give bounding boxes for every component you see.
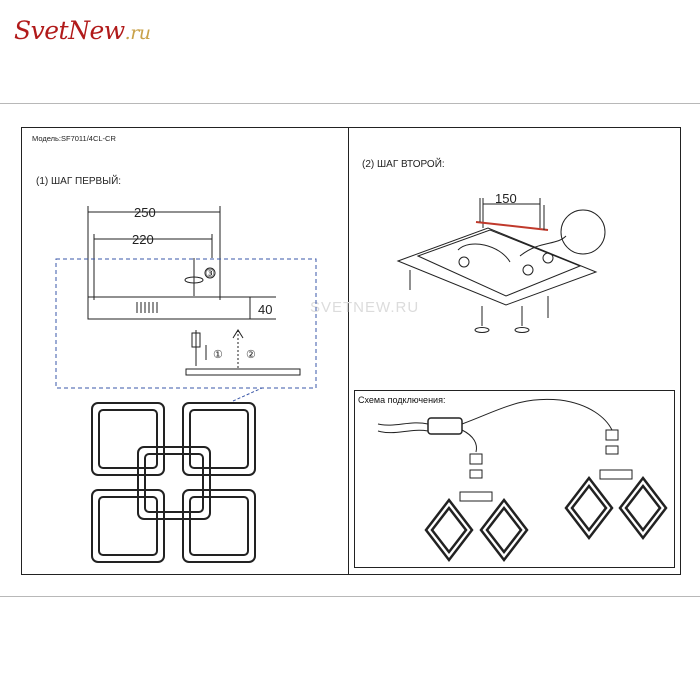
dimension-220 [93, 234, 213, 300]
instruction-frame [21, 127, 681, 575]
step-two-label: (2) ШАГ ВТОРОЙ: [362, 159, 445, 170]
ceiling-plate-perspective [396, 227, 598, 306]
ceiling-outline [55, 258, 317, 389]
dim-150-text: 150 [495, 191, 517, 206]
terminal-left [459, 453, 493, 502]
lamp-base-plate [185, 368, 301, 376]
watermark: SVETNEW.RU [310, 299, 420, 316]
scheme-title: Схема подключения: [358, 395, 446, 405]
lamp-rings-right [564, 475, 668, 541]
lamp-rings-left [424, 497, 529, 563]
marker-2: ② [246, 349, 256, 361]
connector-wires [457, 235, 567, 276]
marker-1: ① [213, 349, 223, 361]
lamp-body-perspective [416, 229, 582, 297]
dim-220-text: 220 [132, 232, 154, 247]
dim-250-text: 250 [134, 205, 156, 220]
vent-slots [136, 302, 158, 313]
brand-logo: SvetNew.ru [14, 16, 151, 45]
dim-40-text: 40 [258, 302, 272, 317]
dimension-250 [87, 206, 221, 300]
hanging-screw [184, 258, 244, 368]
marker-3: ③ [205, 268, 215, 280]
panel-divider [348, 127, 349, 574]
terminal-zoom-circle [560, 209, 606, 255]
chandelier-front-view [91, 402, 256, 563]
mounting-screws [409, 270, 549, 333]
model-label: Модель:SF7011/4CL-CR [32, 134, 116, 143]
sheet-bottom-edge [0, 596, 700, 597]
wiring-scheme-box [354, 390, 675, 568]
terminal-right [599, 429, 633, 480]
driver-unit [377, 398, 613, 453]
mounting-plate [87, 296, 251, 320]
step-one-label: (1) ШАГ ПЕРВЫЙ: [36, 176, 122, 187]
sheet-top-edge [0, 103, 700, 104]
